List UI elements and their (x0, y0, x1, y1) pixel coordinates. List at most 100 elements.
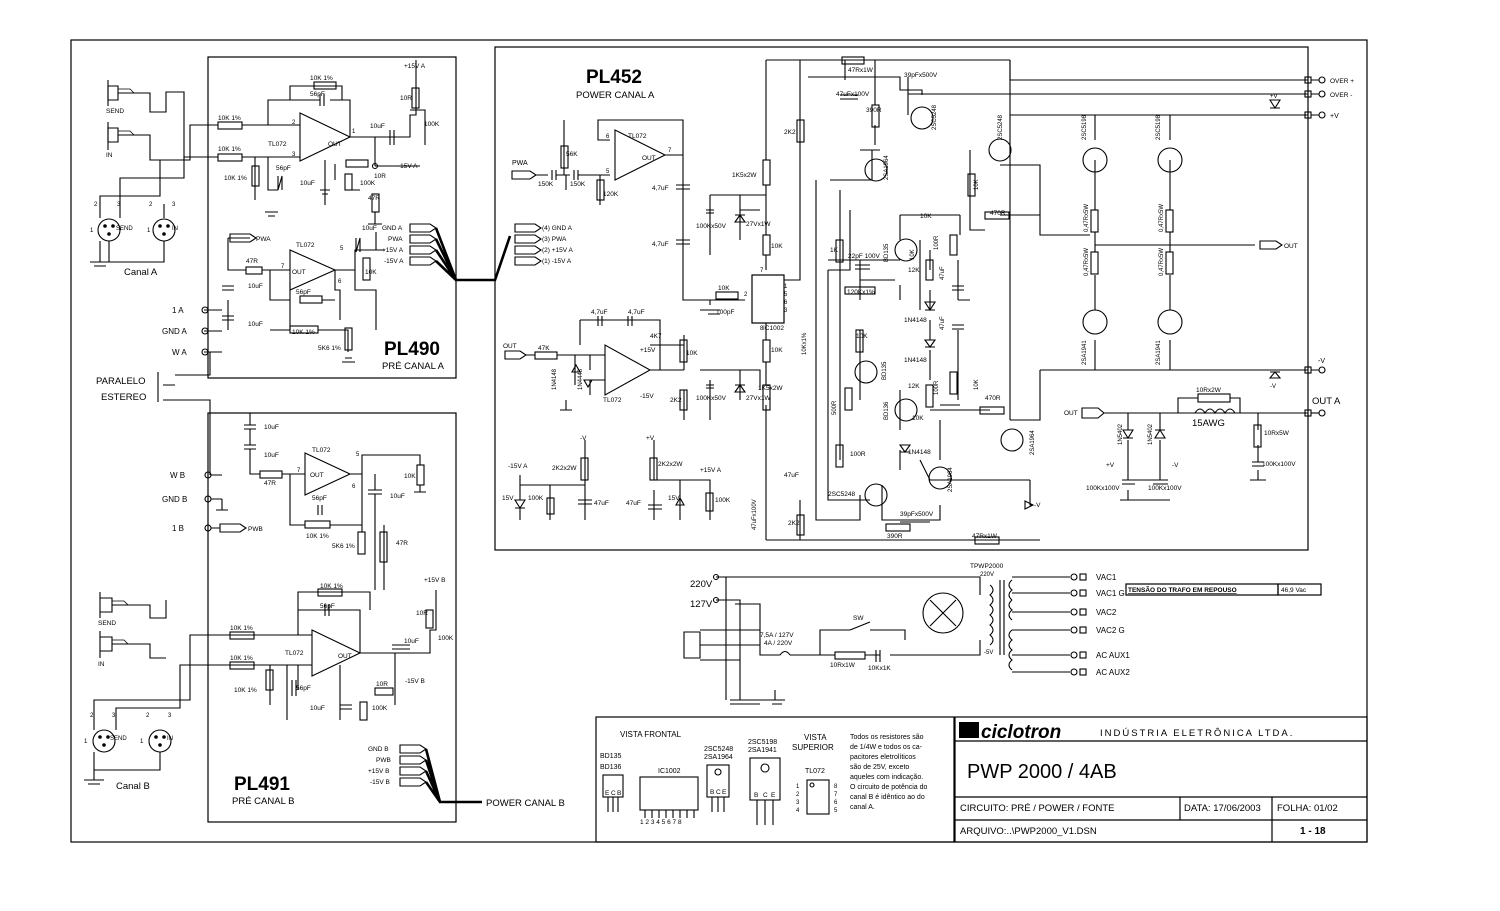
svg-text:100Kx100V: 100Kx100V (1262, 461, 1296, 468)
svg-text:6: 6 (352, 484, 356, 490)
svg-text:2SC5198: 2SC5198 (748, 739, 777, 746)
svg-text:10K: 10K (856, 333, 868, 340)
svg-text:B: B (754, 792, 758, 799)
svg-text:E: E (722, 789, 727, 796)
svg-text:10uF: 10uF (390, 493, 405, 500)
svg-text:-V: -V (1270, 384, 1276, 390)
svg-text:47R: 47R (368, 195, 380, 202)
pl491-outline (207, 412, 457, 823)
svg-text:56pF: 56pF (276, 165, 291, 172)
svg-text:5: 5 (356, 452, 360, 458)
svg-text:1N4148: 1N4148 (908, 449, 931, 456)
channel-a-label: Canal A (124, 267, 158, 278)
svg-text:4K7: 4K7 (650, 333, 662, 340)
svg-text:39pFx500V: 39pFx500V (904, 72, 938, 79)
svg-text:1 2 3 4 5 6 7 8: 1 2 3 4 5 6 7 8 (640, 819, 682, 826)
svg-text:47uF: 47uF (940, 266, 946, 280)
svg-text:IN: IN (167, 736, 173, 742)
svg-text:OUT: OUT (642, 155, 656, 162)
switch-estereo-label: ESTEREO (101, 392, 146, 403)
svg-text:100K: 100K (528, 495, 544, 502)
svg-text:100Kx50V: 100Kx50V (696, 395, 727, 402)
svg-text:220V: 220V (980, 572, 994, 578)
svg-text:BD136: BD136 (600, 764, 622, 771)
svg-text:OUT: OUT (503, 343, 517, 350)
svg-text:TL072: TL072 (628, 133, 647, 140)
page-number: 1 - 18 (1300, 826, 1326, 837)
svg-text:100pF: 100pF (716, 309, 734, 316)
svg-text:aqueles com indicação.: aqueles com indicação. (850, 774, 923, 781)
tl072-power-input (614, 129, 667, 181)
pwa-tag-pre (229, 233, 257, 243)
svg-text:10K 1%: 10K 1% (230, 655, 253, 662)
pre-a-connector (409, 223, 437, 266)
svg-text:-15V B: -15V B (405, 678, 425, 685)
rest-voltage-label: TENSÃO DO TRAFO EM REPOUSO (1128, 585, 1237, 594)
svg-text:SW: SW (853, 615, 864, 622)
svg-text:10K 1%: 10K 1% (230, 625, 253, 632)
rest-voltage-value: 46,9 Vac (1281, 587, 1307, 594)
svg-text:12K: 12K (908, 383, 920, 390)
svg-text:6: 6 (784, 300, 788, 306)
svg-text:10uF: 10uF (264, 424, 279, 431)
svg-text:ciclotron: ciclotron (981, 722, 1061, 743)
svg-text:100Kx100V: 100Kx100V (1148, 485, 1182, 492)
svg-text:W B: W B (170, 471, 185, 480)
svg-text:390R: 390R (887, 533, 903, 540)
fan-symbol (922, 592, 964, 634)
svg-text:6: 6 (606, 134, 610, 140)
svg-text:OUT: OUT (338, 653, 352, 660)
svg-text:são de 25V, exceto: são de 25V, exceto (850, 764, 909, 771)
svg-text:TL072: TL072 (268, 141, 287, 148)
sheet-label: FOLHA: 01/02 (1277, 803, 1338, 814)
svg-text:470R: 470R (985, 395, 1001, 402)
svg-text:10R: 10R (374, 173, 386, 180)
file-label: ARQUIVO:..\PWP2000_V1.DSN (960, 826, 1097, 837)
pl452-title: PL452 (586, 67, 642, 88)
svg-text:(4) GND A: (4) GND A (542, 225, 573, 232)
svg-text:GND B: GND B (368, 746, 389, 753)
svg-text:+15V B: +15V B (424, 577, 446, 584)
svg-text:100K: 100K (438, 635, 454, 642)
svg-text:10K 1%: 10K 1% (320, 583, 343, 590)
svg-text:OUT: OUT (1284, 243, 1298, 250)
svg-text:10uF: 10uF (404, 638, 419, 645)
svg-text:6: 6 (834, 800, 838, 806)
svg-text:1 B: 1 B (172, 524, 184, 533)
svg-text:1K: 1K (830, 247, 839, 254)
svg-text:56pF: 56pF (320, 603, 335, 610)
svg-text:10R: 10R (416, 610, 428, 617)
svg-text:12K: 12K (908, 267, 920, 274)
svg-text:220V: 220V (690, 579, 713, 590)
svg-text:10K 1%: 10K 1% (224, 175, 247, 182)
svg-text:10Rx2W: 10Rx2W (1196, 387, 1222, 394)
svg-text:100K: 100K (424, 121, 440, 128)
svg-text:47uF: 47uF (594, 500, 609, 507)
svg-text:OUT: OUT (292, 269, 306, 276)
svg-text:4,7uF: 4,7uF (652, 241, 669, 248)
svg-text:100R: 100R (850, 451, 866, 458)
svg-text:100Kx50V: 100Kx50V (696, 223, 727, 230)
svg-text:BD135: BD135 (884, 243, 890, 262)
svg-text:10K: 10K (974, 179, 980, 190)
svg-text:120Kx1%: 120Kx1% (847, 289, 875, 296)
svg-text:10K: 10K (718, 285, 730, 292)
svg-text:47Rx1W: 47Rx1W (848, 67, 874, 74)
svg-text:1N4448: 1N4448 (578, 368, 584, 390)
svg-text:2: 2 (744, 292, 748, 298)
svg-text:+15V A: +15V A (404, 63, 426, 70)
svg-text:10K 1%: 10K 1% (306, 533, 329, 540)
svg-text:100Kx100V: 100Kx100V (1086, 485, 1120, 492)
package-legend: VISTA FRONTAL VISTA SUPERIOR BD135 BD136… (595, 716, 955, 843)
svg-text:7,5A / 127V: 7,5A / 127V (760, 632, 794, 639)
svg-text:TPWP2000: TPWP2000 (970, 563, 1004, 570)
svg-text:OUT: OUT (328, 141, 342, 148)
svg-text:TL072: TL072 (285, 650, 304, 657)
ic1002 (751, 274, 785, 324)
svg-text:56pF: 56pF (296, 685, 311, 692)
svg-text:10K: 10K (686, 350, 698, 357)
power-supply: 220V 127V 7,5A / 127V 4A / 220V SW 10Rx1… (683, 563, 1322, 705)
svg-text:3: 3 (784, 308, 788, 314)
svg-text:O circuito de potência do: O circuito de potência do (850, 784, 928, 791)
